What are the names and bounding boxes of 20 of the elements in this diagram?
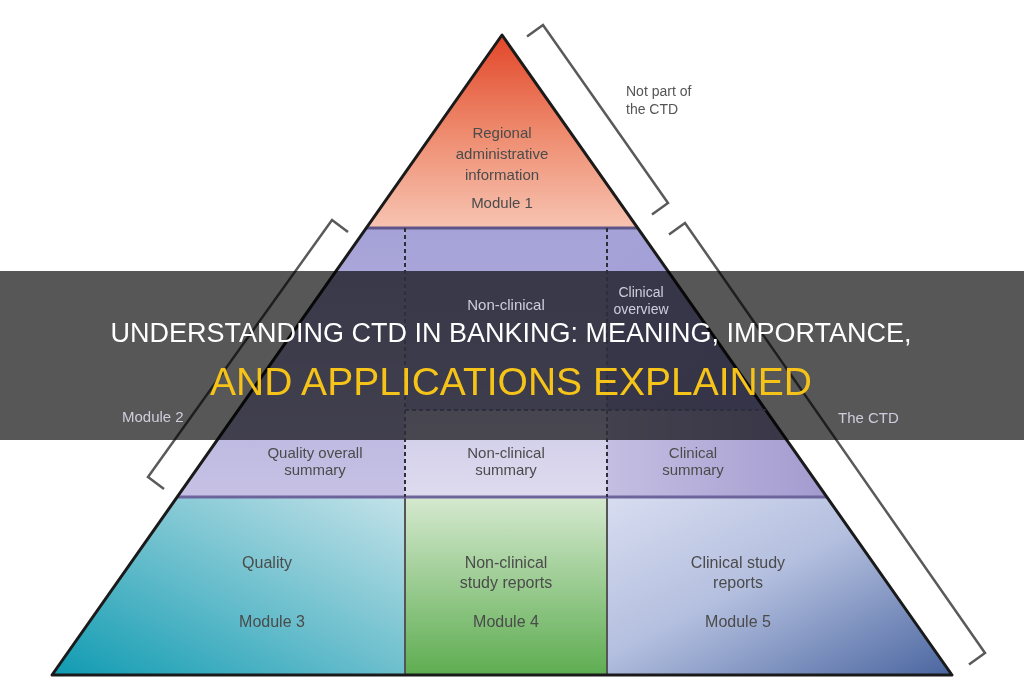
- pyramid-section: [52, 497, 405, 675]
- section-label: Clinical study reports: [689, 553, 787, 593]
- section-label: Quality overall summary: [266, 444, 364, 478]
- section-label: Quality: [241, 553, 293, 573]
- bracket-label: Module 2: [122, 408, 185, 426]
- module-label: Module 4: [472, 612, 540, 632]
- section-label: Regional administrative information: [454, 123, 550, 185]
- section-label: Clinical summary: [661, 444, 725, 478]
- module-label: Module 1: [470, 193, 534, 212]
- bracket-label: The CTD: [838, 409, 900, 427]
- pyramid-cell: [405, 410, 607, 497]
- section-label: Non-clinical: [466, 296, 546, 314]
- section-label: Non-clinical summary: [466, 444, 546, 478]
- section-label: Clinical overview: [612, 284, 670, 318]
- title: UNDERSTANDING CTD IN BANKING: MEANING, IMPORTANCE, AND APPLICATIONS EXPLAINED: [110, 319, 912, 402]
- bracket-label: Not part of the CTD: [626, 82, 693, 118]
- module-label: Module 3: [238, 612, 306, 632]
- section-label: Non-clinical study reports: [458, 553, 554, 593]
- pyramid-section: [405, 497, 607, 675]
- module-label: Module 5: [704, 612, 772, 632]
